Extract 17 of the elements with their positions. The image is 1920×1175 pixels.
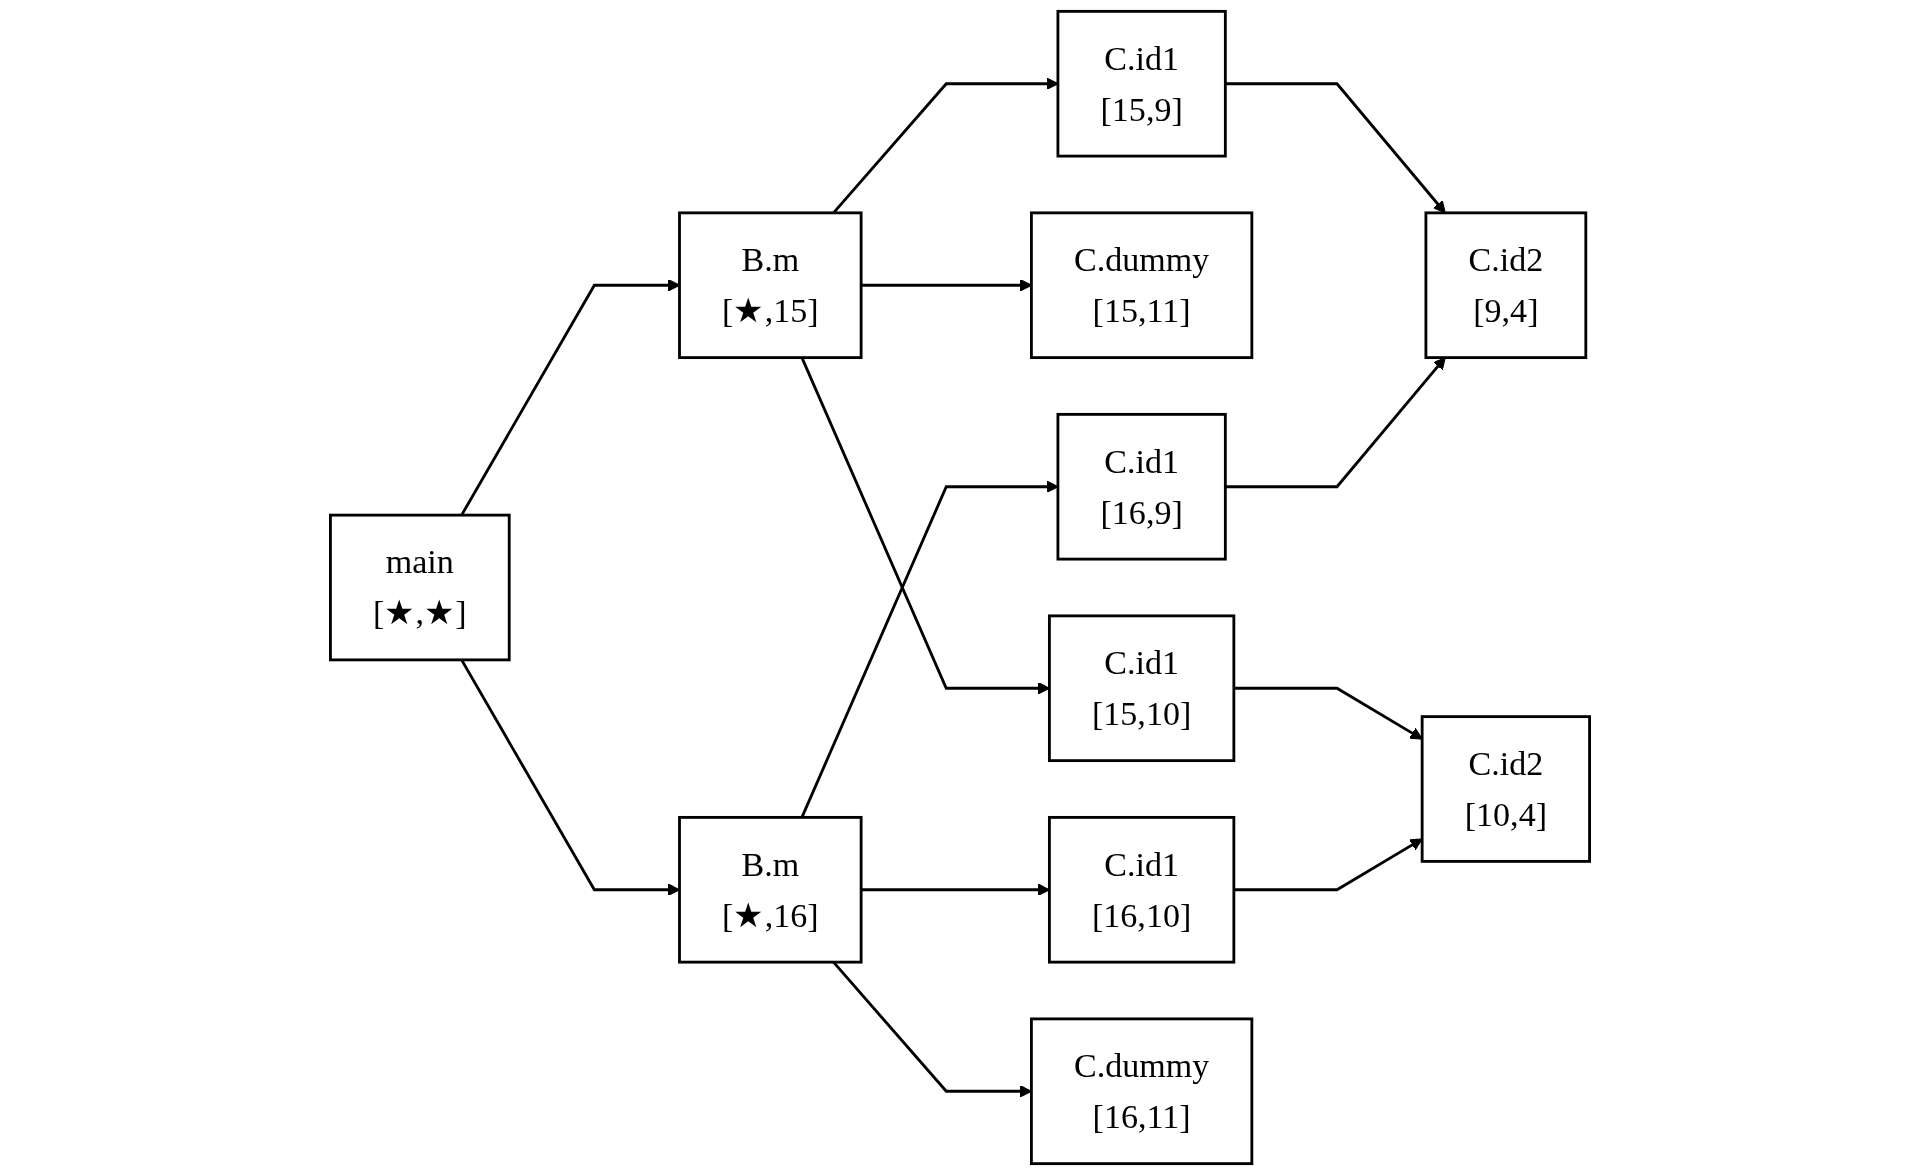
node-box: C.dummy [16,11] — [1030, 1017, 1254, 1166]
arrow — [800, 357, 1050, 695]
arrow — [861, 883, 1050, 896]
arrow — [1233, 838, 1423, 892]
node-box: C.id1 [16,10] — [1048, 815, 1236, 964]
node-box: C.id2 [10,4] — [1420, 715, 1591, 863]
arrow — [1225, 357, 1446, 489]
node-box: C.id1 [16,9] — [1056, 412, 1227, 561]
arrow — [861, 279, 1032, 292]
node-box: C.id2 [9,4] — [1424, 211, 1588, 360]
node-box: C.id1 [15,9] — [1056, 9, 1227, 158]
node-box: C.id1 [15,10] — [1048, 614, 1236, 763]
node-box: C.dummy [15,11] — [1030, 211, 1254, 360]
node-box: B.m [★,15] — [678, 211, 863, 360]
arrow — [1233, 686, 1423, 740]
node-box: B.m [★,16] — [678, 815, 863, 964]
node-box: main [★,★] — [329, 513, 511, 662]
